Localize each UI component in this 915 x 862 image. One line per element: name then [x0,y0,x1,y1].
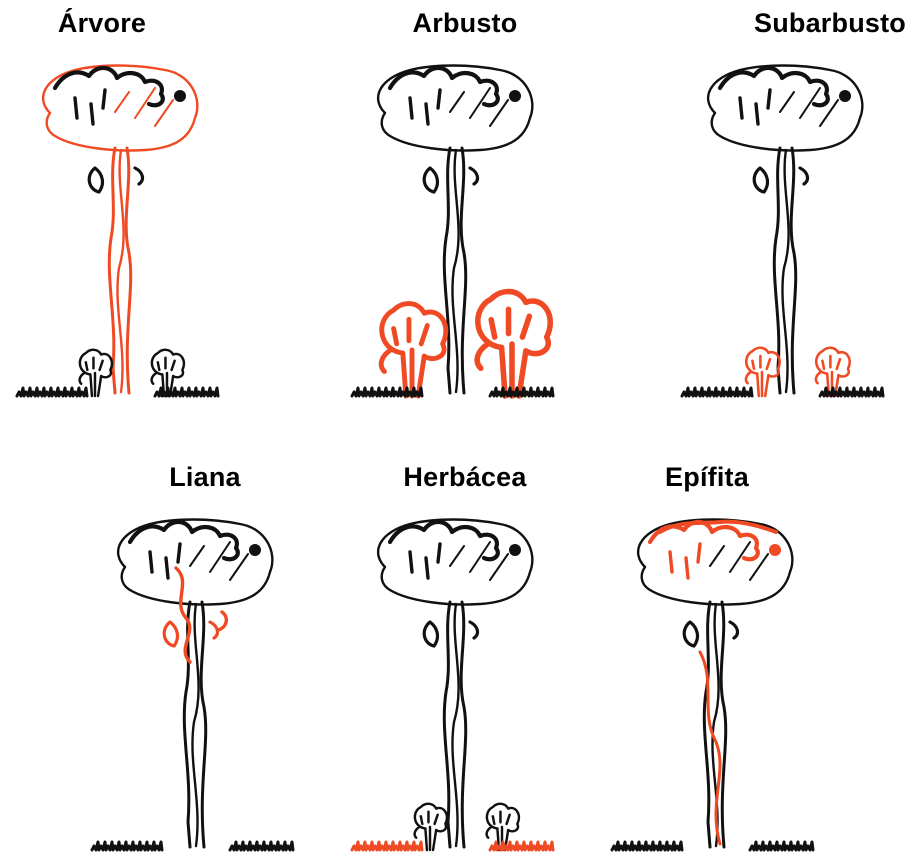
leaf-twigs [410,544,440,578]
crown-hatching [115,88,173,126]
liana-tendril [218,612,226,630]
grass-right [750,842,813,850]
trunk-middle-strand [782,150,788,392]
crown-hatching [190,542,248,580]
tree-illustration [340,8,590,408]
panel-arbusto: Arbusto [340,8,590,408]
crown-knot [839,90,851,102]
trunk-middle-strand [117,150,123,392]
panel-subarbusto: Subarbusto [670,8,915,408]
trunk-middle-strand [452,604,458,846]
trunk-middle-strand [192,604,198,846]
trunk-right-strand [791,148,796,393]
crown-hatching [450,542,508,580]
leaf-twigs [150,544,180,578]
panel-liana: Liana [80,462,330,862]
crown-knot [509,90,521,102]
trunk-right-strand [201,602,206,847]
crown-knot [769,544,781,556]
trunk-middle-strand [452,150,458,392]
crown-knot [249,544,261,556]
tree-illustration [600,462,850,862]
trunk-leaf-tuft [754,168,807,192]
tree-illustration [670,8,915,408]
grass-left [17,388,87,396]
trunk-leaf-tuft [684,622,737,646]
tree-illustration [80,462,330,862]
trunk-left-strand [444,148,450,393]
panel-herbacea: Herbácea [340,462,590,862]
leaf-twigs [410,90,440,124]
tree-illustration [340,462,590,862]
crown-hatching [710,542,768,580]
panel-epifita: Epífita [600,462,850,862]
leaf-twigs [75,90,105,124]
grass-left [92,842,162,850]
epiphyte-root [700,652,720,844]
crown-knot [174,90,186,102]
grass-left [682,388,752,396]
crown-knot [509,544,521,556]
shrub-left [381,304,446,396]
trunk-leaf-tuft [89,168,142,192]
leaf-twigs [670,544,700,578]
crown-hatching [450,88,508,126]
panel-arvore: Árvore [5,8,255,408]
trunk-leaf-tuft [424,168,477,192]
grass-right [230,842,293,850]
shrub-right [477,292,550,396]
trunk-right-strand [461,148,466,393]
grass-left [612,842,682,850]
leaf-twigs [740,90,770,124]
trunk-right-strand [126,148,131,393]
grass-left [352,842,422,850]
trunk-leaf-tuft [424,622,477,646]
tree-illustration [5,8,255,408]
trunk-right-strand [461,602,466,847]
trunk-right-strand [721,602,726,847]
crown-hatching [780,88,838,126]
